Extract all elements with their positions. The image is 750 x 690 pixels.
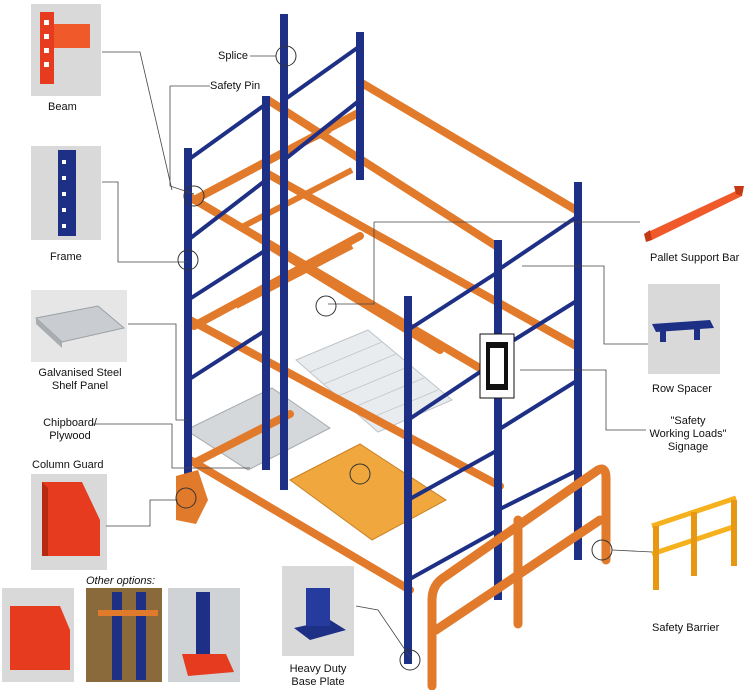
beam-thumbnail-icon <box>31 4 101 96</box>
other-option-2-icon <box>86 588 162 682</box>
base-plate-icon <box>282 566 354 656</box>
label-other-options: Other options: <box>86 575 156 587</box>
label-beam: Beam <box>48 101 77 113</box>
label-row-spacer: Row Spacer <box>652 383 712 395</box>
frame-thumbnail-icon <box>31 146 101 240</box>
pallet-support-bar-icon <box>644 186 744 242</box>
label-frame: Frame <box>50 251 82 263</box>
label-safety-barrier: Safety Barrier <box>652 622 720 634</box>
label-chipboard: Chipboard/ Plywood <box>43 417 97 442</box>
label-galvanised-shelf: Galvanised Steel Shelf Panel <box>38 367 122 392</box>
other-option-3-icon <box>168 588 240 682</box>
shelf-panel-thumbnail-icon <box>31 290 127 362</box>
label-safety-signage: "Safety Working Loads" Signage <box>649 415 727 453</box>
label-base-plate: Heavy Duty Base Plate <box>289 663 347 688</box>
label-column-guard: Column Guard <box>32 459 104 471</box>
label-safety-pin: Safety Pin <box>210 80 261 92</box>
column-guard-thumbnail-icon <box>31 474 107 570</box>
label-splice: Splice <box>218 50 248 62</box>
label-pallet-support-bar: Pallet Support Bar <box>650 252 740 264</box>
other-option-1-icon <box>2 588 74 682</box>
row-spacer-icon <box>648 284 720 374</box>
rack-illustration <box>176 14 611 690</box>
callout-lines <box>92 51 653 661</box>
callout-circles <box>175 45 613 671</box>
safety-barrier-icon <box>651 495 737 590</box>
